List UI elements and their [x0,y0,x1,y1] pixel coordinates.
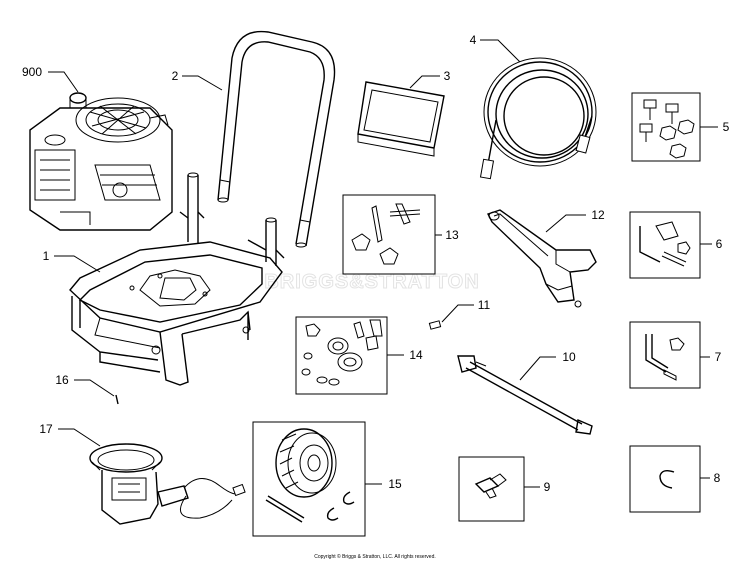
wheel-kit-15-drawing[interactable] [252,421,366,537]
label-2[interactable]: 2 [172,69,179,83]
kit-6-drawing[interactable] [629,211,701,279]
engine-drawing[interactable] [29,92,173,231]
label-7[interactable]: 7 [715,350,722,364]
manual-drawing[interactable] [357,81,445,157]
label-1[interactable]: 1 [43,249,50,263]
label-15[interactable]: 15 [388,477,402,491]
kit-8-drawing[interactable] [629,445,701,513]
kit-7-drawing[interactable] [629,321,701,389]
kit-13-drawing[interactable] [342,194,436,275]
label-10[interactable]: 10 [562,350,576,364]
label-5[interactable]: 5 [723,120,730,134]
label-16[interactable]: 16 [55,373,69,387]
part-labels: 900 1 2 3 4 5 6 7 8 9 10 11 12 13 14 15 … [22,33,730,494]
hose-drawing[interactable] [479,57,597,180]
lance-drawing[interactable] [457,355,593,435]
spray-gun-drawing[interactable] [487,209,597,308]
label-3[interactable]: 3 [444,69,451,83]
frame-drawing[interactable] [69,172,285,386]
label-900[interactable]: 900 [22,65,42,79]
pump-drawing[interactable] [89,443,246,525]
label-12[interactable]: 12 [591,208,605,222]
label-17[interactable]: 17 [39,422,53,436]
hardware-kit-5-drawing[interactable] [631,92,701,162]
watermark: BRIGGS&STRATTON [264,271,479,293]
label-8[interactable]: 8 [714,471,721,485]
label-6[interactable]: 6 [716,237,723,251]
handle-drawing[interactable] [217,30,336,248]
label-14[interactable]: 14 [409,348,423,362]
label-9[interactable]: 9 [544,480,551,494]
label-11[interactable]: 11 [478,298,491,312]
label-4[interactable]: 4 [470,33,477,47]
kit-14-drawing[interactable] [295,316,388,395]
pin-drawing[interactable] [115,394,119,405]
leader-lines [48,39,718,488]
kit-9-drawing[interactable] [458,456,525,522]
copyright-notice: Copyright © Briggs & Stratton, LLC. All … [314,553,436,560]
label-13[interactable]: 13 [445,228,459,242]
nozzle-drawing[interactable] [428,320,442,330]
